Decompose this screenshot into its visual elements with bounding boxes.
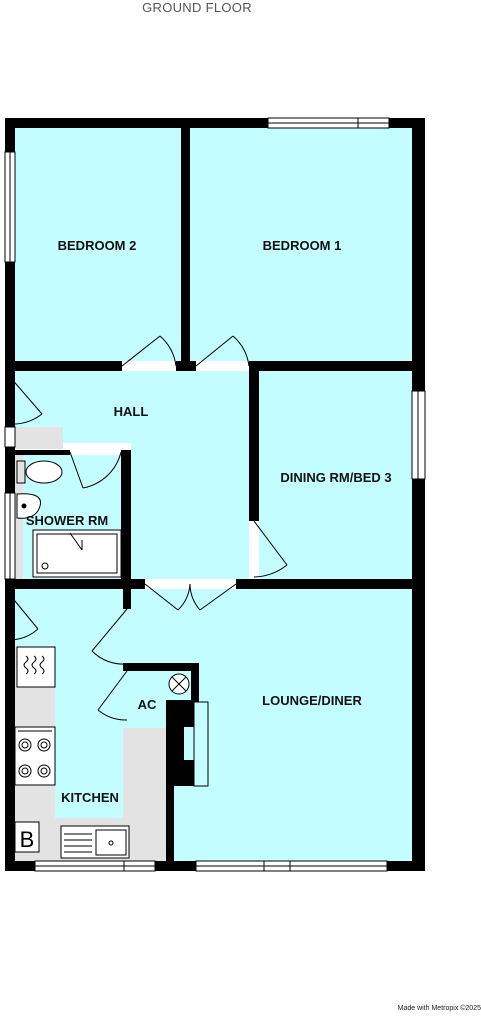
wall-ac-top — [123, 663, 198, 671]
label-shower-room: SHOWER RM — [26, 513, 108, 528]
window-lounge — [289, 860, 388, 872]
label-bedroom-1: BEDROOM 1 — [263, 238, 342, 253]
door-ac — [97, 670, 128, 721]
label-ac: AC — [138, 697, 157, 712]
microwave-icon — [16, 646, 56, 688]
wall-bedroom-mid-bottom — [176, 361, 196, 371]
door-kitchen-lounge — [91, 608, 128, 665]
wall-lounge-top-right — [236, 579, 425, 589]
wall-top — [5, 118, 425, 128]
label-dining: DINING RM/BED 3 — [280, 470, 391, 485]
wall-ac-right — [191, 663, 199, 723]
floor-bedroom-1 — [190, 128, 412, 361]
floor-hall-corridor — [131, 443, 249, 579]
shower-tray-icon — [32, 529, 122, 578]
floor-title: GROUND FLOOR — [142, 0, 252, 15]
windows — [4, 117, 426, 872]
kitchen-counter-right — [123, 728, 166, 861]
window-shower — [4, 492, 16, 580]
wall-shower-top — [15, 450, 70, 455]
credit-text: Made with Metropix ©2025 — [397, 1005, 481, 1012]
wall-right — [412, 118, 425, 871]
door-front — [9, 376, 43, 425]
basin-icon — [16, 493, 42, 519]
window-bedroom1 — [267, 117, 390, 129]
toilet-icon — [16, 460, 63, 484]
label-hall: HALL — [114, 404, 149, 419]
label-bedroom-2: BEDROOM 2 — [58, 238, 137, 253]
wall-kitchen-stub — [123, 589, 131, 609]
fireplace-hearth — [193, 701, 209, 787]
floor-bedroom-2 — [15, 128, 181, 361]
wall-bedroom1-bottom — [249, 361, 425, 371]
sink-icon — [60, 825, 130, 859]
wall-shower-right — [121, 450, 131, 589]
room-labels: BEDROOM 2 BEDROOM 1 HALL DINING RM/BED 3… — [20, 238, 392, 852]
window-bedroom2 — [4, 151, 16, 263]
label-kitchen: KITCHEN — [61, 790, 119, 805]
hall-cupboard — [15, 427, 63, 449]
label-lounge: LOUNGE/DINER — [262, 693, 362, 708]
door-dining — [253, 520, 288, 578]
door-lounge-double — [144, 583, 237, 611]
extractor-icon — [168, 673, 190, 695]
door-bedroom2 — [121, 335, 177, 367]
boiler-icon — [14, 821, 40, 853]
door-bedroom1 — [195, 335, 250, 367]
floor-dining-room — [259, 371, 412, 579]
doors — [9, 335, 288, 721]
wall-bedroom2-bottom — [5, 361, 122, 371]
door-shower — [69, 451, 122, 489]
window-kitchen — [34, 860, 156, 872]
boiler-label: B — [20, 827, 35, 852]
window-hall-small — [4, 426, 16, 448]
fixtures — [14, 460, 209, 859]
window-dining — [411, 390, 426, 480]
door-patio-lounge — [195, 860, 291, 872]
wall-bedroom-divider — [181, 118, 190, 371]
wall-dining-left — [249, 361, 259, 521]
chimney-breast — [166, 700, 194, 861]
door-kitchen — [9, 594, 39, 641]
hob-icon — [14, 726, 56, 786]
wall-shower-bottom — [5, 579, 145, 589]
